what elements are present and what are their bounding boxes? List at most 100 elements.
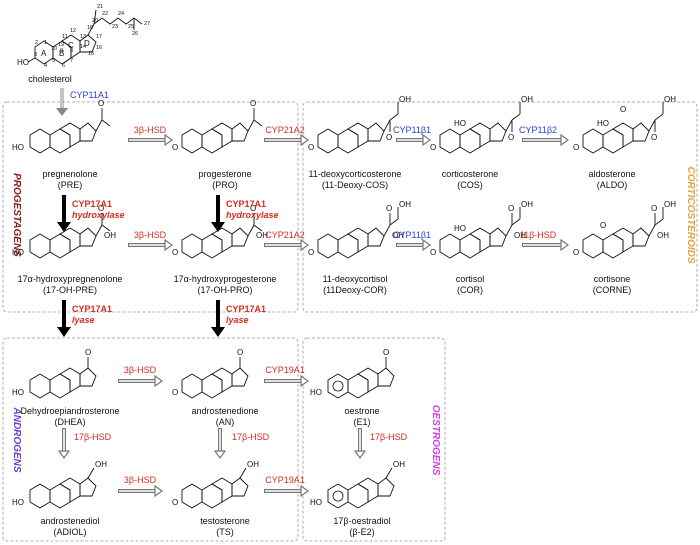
carbon-number-7: 7 — [70, 58, 73, 64]
reaction-arrows — [118, 133, 570, 498]
oestrogens-box — [302, 337, 446, 542]
structure-androstenedione: O O — [172, 348, 249, 399]
hydroxyl-label: HO — [12, 143, 24, 152]
carbon-number-5: 5 — [52, 58, 55, 64]
compound-name-dhea: Dehydroepiandrosterone — [20, 406, 119, 416]
enzyme-lyase-ohpre: lyase — [72, 315, 95, 325]
enzyme-cyp19a1-an: CYP19A1 — [265, 365, 305, 375]
structure-testosterone: OH O — [172, 460, 259, 509]
ring-label-d: D — [84, 39, 90, 48]
group-label-oestrogens: OESTROGENS — [430, 405, 441, 476]
hydroxyl-label: HO — [310, 498, 322, 507]
carbon-number-15: 15 — [88, 51, 94, 57]
structure-11-deoxycortisol: O OH OH O — [308, 200, 411, 259]
hydroxyl-17-label: OH — [514, 231, 526, 240]
hydroxyl-label: HO — [12, 498, 24, 507]
arrow-ts-to-e2 — [264, 484, 310, 498]
hydroxyl-label: HO — [310, 388, 322, 397]
structure-cortisol: O OH OH HO O — [430, 200, 533, 259]
compound-abbr-cos: (COS) — [457, 180, 483, 190]
structure-cortisone: O OH OH O O — [573, 200, 676, 259]
hydroxyl-17-label: OH — [393, 460, 405, 469]
structure-progesterone: O O — [172, 99, 263, 154]
carbon-number-11: 11 — [62, 34, 68, 40]
hydroxyl-17-label: OH — [392, 231, 404, 240]
oxygen-label: O — [172, 388, 178, 397]
compound-abbr-17oh-pro: (17-OH-PRO) — [197, 285, 252, 295]
corticosteroids-box — [302, 101, 698, 313]
arrow-dhea-to-adiol — [57, 428, 71, 460]
carbon-number-8: 8 — [70, 48, 73, 54]
arrow-pro-to-deoxycos — [264, 133, 310, 147]
hydroxyl-17-label: OH — [95, 460, 107, 469]
carbon-number-27: 27 — [144, 21, 150, 27]
carbon-number-25: 25 — [128, 24, 134, 30]
oxygen-label: O — [85, 348, 91, 357]
carbon-number-2: 2 — [35, 40, 38, 46]
carbon-number-4: 4 — [44, 63, 47, 69]
structure-aldosterone: O OH HO O O — [573, 95, 676, 154]
carbon-number-18: 18 — [87, 25, 93, 31]
hydroxyl-label: OH — [399, 95, 411, 104]
arrow-an-to-e1 — [264, 374, 310, 388]
androgens-box — [2, 337, 299, 542]
structure-oestradiol: OH HO — [310, 460, 405, 509]
arrow-adiol-to-ts — [118, 484, 164, 498]
carbon-number-16: 16 — [96, 45, 102, 51]
enzyme-cyp17a1-pro: CYP17A1 — [226, 199, 266, 209]
structure-cholesterol: A B C D HO 12345678910111213141516171819… — [17, 4, 150, 69]
arrow-cor-to-corne — [522, 238, 570, 252]
arrow-an-to-ts — [213, 428, 227, 460]
hydroxyl-label: OH — [521, 95, 533, 104]
enzyme-cyp17a1-pre: CYP17A1 — [72, 199, 112, 209]
carbon-number-3: 3 — [34, 52, 37, 58]
compound-name-pre: pregnenolone — [42, 169, 97, 179]
compound-abbr-corne: (CORNE) — [593, 285, 632, 295]
enzyme-cyp21a2-pro: CYP21A2 — [265, 125, 305, 135]
arrow-cyp17a1-lyase-pre — [57, 300, 71, 337]
enzyme-cyp21a2-ohpro: CYP21A2 — [265, 230, 305, 240]
enzyme-17b-hsd-e1: 17β-HSD — [370, 432, 408, 442]
oxygen-label: O — [386, 133, 392, 142]
compound-name-cor: cortisol — [456, 274, 485, 284]
group-label-androgens: ANDROGENS — [11, 406, 22, 472]
carbon-number-20: 20 — [92, 18, 98, 24]
compound-name-11-deoxy-cor: 11-deoxycortisol — [323, 274, 388, 284]
compound-name-cos: corticosterone — [442, 169, 499, 179]
carbon-number-13: 13 — [80, 34, 86, 40]
carbon-number-26: 26 — [132, 31, 138, 37]
carbon-number-23: 23 — [112, 24, 118, 30]
enzyme-3b-hsd-adiol-ts: 3β-HSD — [124, 475, 157, 485]
oxygen-label: O — [430, 248, 436, 257]
compound-name-e1: oestrone — [344, 406, 379, 416]
enzyme-3b-hsd-pre-pro: 3β-HSD — [134, 125, 167, 135]
carbon-number-6: 6 — [62, 63, 65, 69]
arrow-ohpre-to-ohpro — [128, 238, 174, 252]
oxygen-label: O — [430, 143, 436, 152]
carbon-number-24: 24 — [118, 11, 124, 17]
arrow-pre-to-pro — [128, 133, 174, 147]
enzyme-cyp17a1-ohpro: CYP17A1 — [226, 304, 266, 314]
structure-17oh-pregnenolone: O OH HO — [12, 204, 116, 259]
oxygen-label: O — [508, 133, 514, 142]
arrow-cyp17a1-hydroxylase-pre — [57, 195, 71, 232]
hydroxyl-11-label: HO — [597, 119, 609, 128]
oxygen-label: O — [237, 348, 243, 357]
carbon-number-10: 10 — [51, 46, 57, 52]
hydroxyl-11-label: HO — [454, 119, 466, 128]
enzyme-17b-hsd-an: 17β-HSD — [232, 432, 270, 442]
arrow-ohpro-to-deoxycor — [264, 238, 310, 252]
compound-abbr-17oh-pre: (17-OH-PRE) — [43, 285, 97, 295]
compound-name-corne: cortisone — [594, 274, 631, 284]
enzyme-17b-hsd-dhea: 17β-HSD — [74, 432, 112, 442]
structure-oestrone: O HO — [310, 348, 395, 399]
structure-dhea: O HO — [12, 348, 97, 399]
compound-abbr-ts: (TS) — [216, 527, 234, 537]
group-label-corticosteroids: CORTICOSTEROIDS — [685, 166, 696, 263]
hydroxyl-17-label: OH — [104, 231, 116, 240]
hydroxyl-17-label: OH — [657, 231, 669, 240]
enzyme-11b-hsd: 11β-HSD — [520, 230, 557, 240]
compound-name-adiol: androstenediol — [40, 516, 99, 526]
oxygen-label: O — [308, 248, 314, 257]
compound-abbr-adiol: (ADIOL) — [53, 527, 86, 537]
